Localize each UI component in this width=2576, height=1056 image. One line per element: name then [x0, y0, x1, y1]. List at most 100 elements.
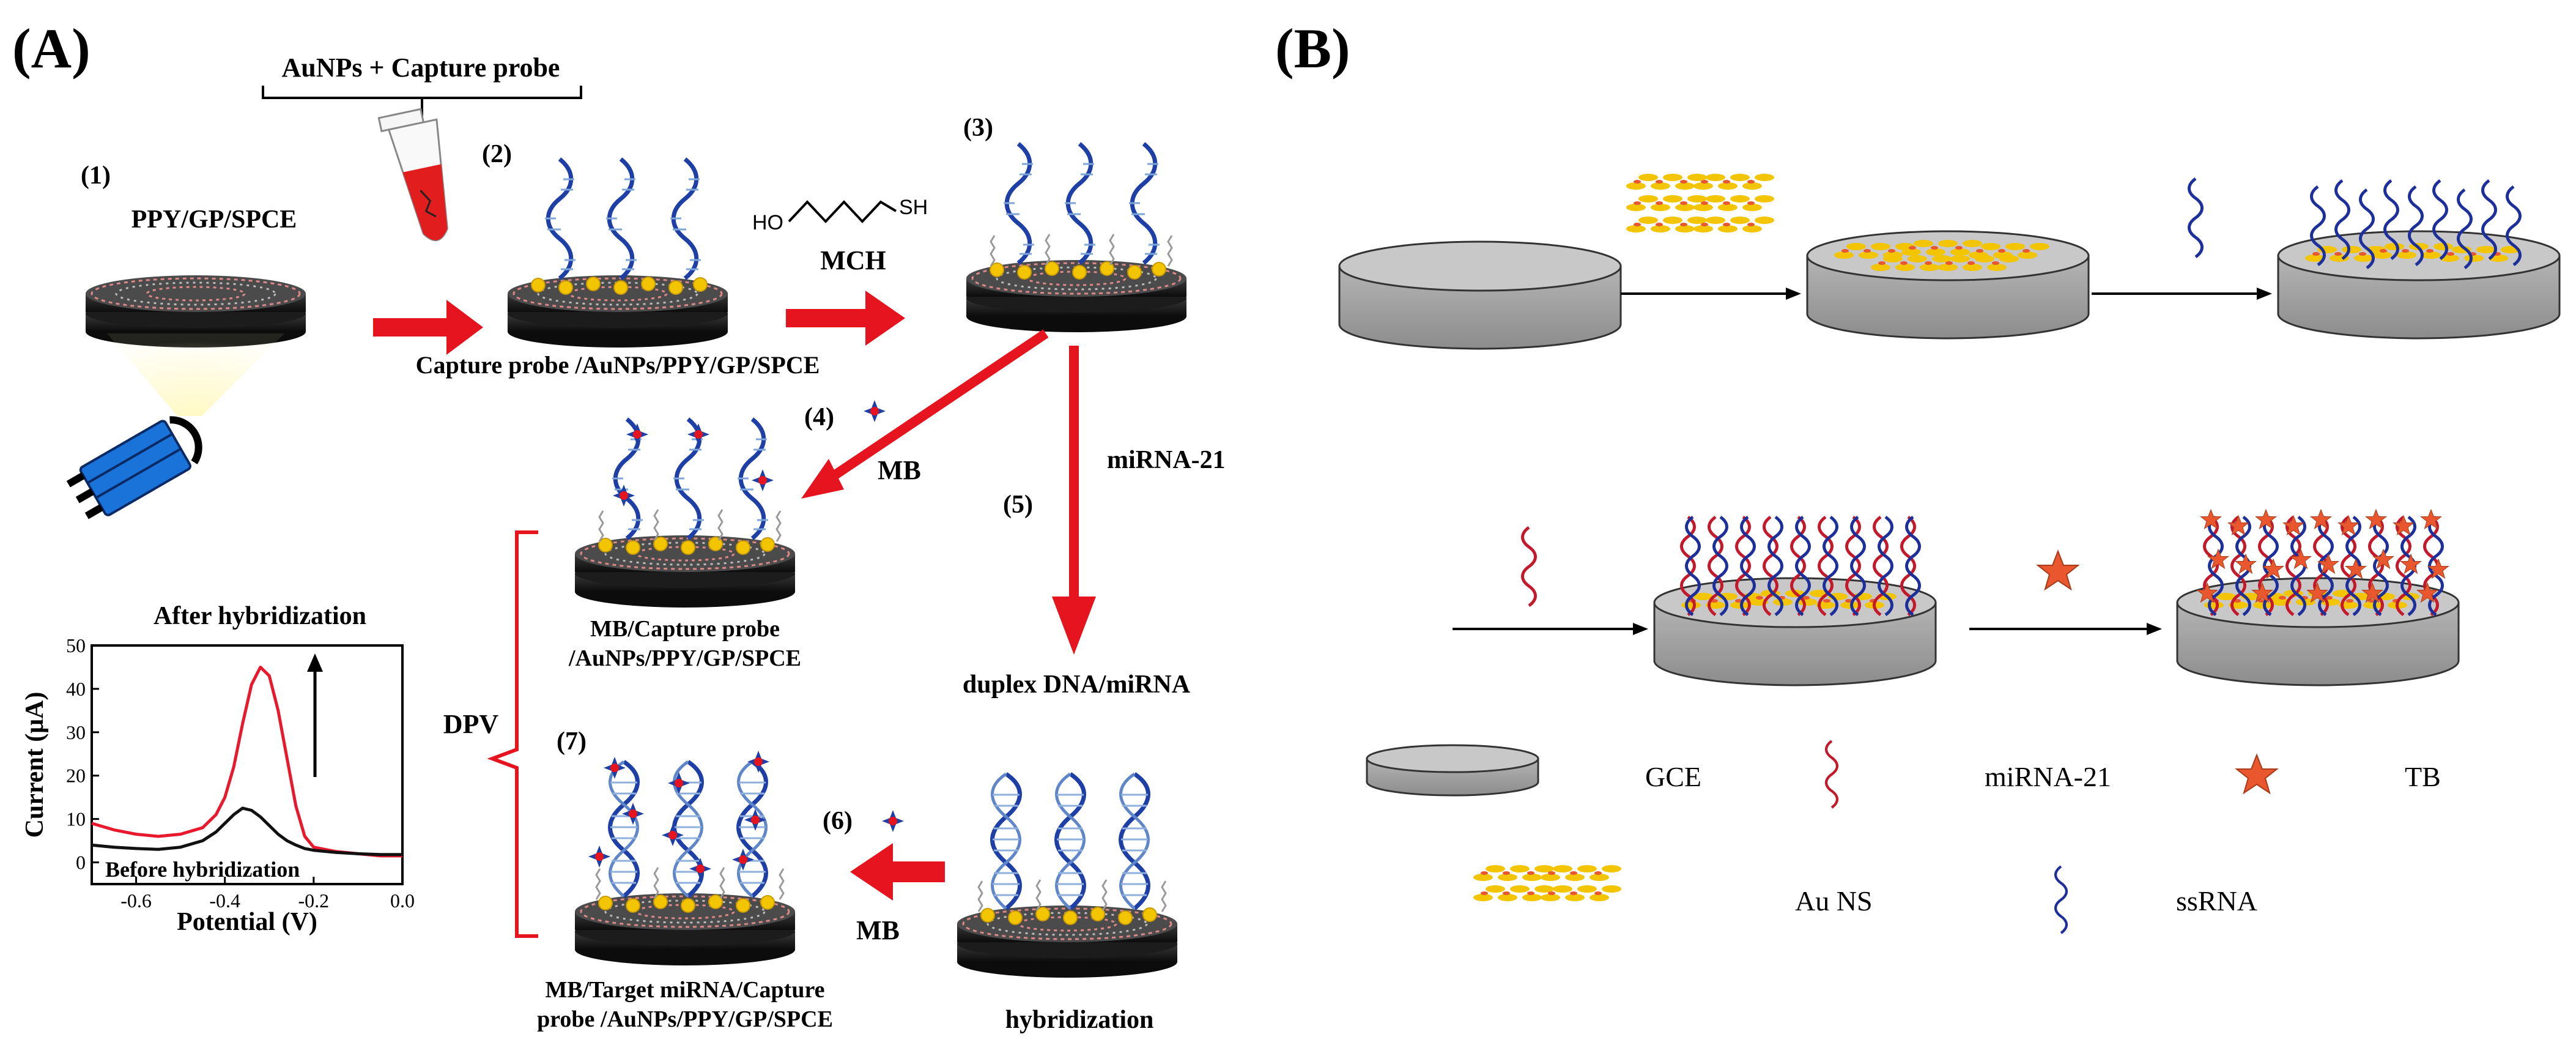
au-ns-cluster-top: [1626, 174, 1774, 232]
tb-star-free: [2037, 551, 2079, 590]
ssrna-strand: [1712, 515, 1728, 617]
ssrna-strand: [1767, 515, 1783, 617]
electrode-7: [574, 751, 796, 967]
legend-tb-label: TB: [2405, 761, 2441, 792]
arrow-step-2-3: [786, 291, 905, 346]
electrode-2-label: Capture probe /AuNPs/PPY/GP/SPCE: [416, 351, 820, 379]
y-tick-label: 40: [66, 678, 86, 700]
mch-ho: HO: [752, 211, 783, 234]
y-tick-label: 0: [76, 852, 86, 874]
chart-up-arrow: [307, 653, 323, 777]
arrow-step-3-4: [801, 329, 1049, 499]
x-tick-label: -0.6: [120, 890, 152, 912]
electrode-4-label-1: MB/Capture probe: [590, 616, 780, 642]
ssrna-strand: [2208, 515, 2224, 617]
step-6-label: (6): [823, 807, 853, 835]
series-before-line: [91, 806, 402, 857]
legend-au-icon: [1473, 865, 1621, 901]
legend-tb-icon: [2236, 754, 2278, 794]
arrow-step-1-2: [373, 300, 483, 355]
ssrna-strand: [1823, 515, 1838, 617]
y-tick-label: 20: [66, 765, 86, 787]
mirna-strand: [2285, 515, 2301, 617]
legend-gce-icon: [1366, 744, 1539, 797]
legend-au-label: Au NS: [1795, 885, 1873, 917]
mirna-strand: [2396, 515, 2411, 617]
chart-frame: [91, 644, 404, 885]
mch-sh: SH: [899, 196, 928, 219]
ssrna-strand: [1685, 515, 1701, 617]
mb-label-1: MB: [878, 455, 921, 485]
ssrna-strand: [1850, 515, 1866, 617]
legend: GCE miRNA-21 TB Au NS ssRNA: [1366, 741, 2441, 933]
tube-icon: [377, 108, 448, 242]
chart-after-label: After hybridization: [154, 602, 366, 630]
chart-before-label: Before hybridization: [105, 857, 300, 882]
step-5-label: (5): [1003, 491, 1033, 519]
panel-b-label: (B): [1275, 17, 1350, 80]
arrow-b-2: [2092, 288, 2272, 300]
mirna-strand: [1873, 515, 1889, 617]
arrow-b-3: [1453, 623, 1648, 635]
step-7-label: (7): [557, 727, 587, 756]
step-2-label: (2): [482, 140, 512, 168]
gce-au: [1806, 230, 2090, 340]
mirna-free: [1523, 527, 1536, 606]
legend-mirna-label: miRNA-21: [1985, 761, 2111, 792]
legend-gce-label: GCE: [1645, 761, 1701, 792]
y-tick-label: 30: [66, 721, 86, 743]
step-3-label: (3): [963, 114, 993, 142]
arrow-step-3-5: [1052, 346, 1096, 655]
y-tick-label: 10: [66, 808, 86, 830]
legend-ssrna-icon: [2056, 866, 2067, 933]
electrode-2: [506, 159, 729, 349]
mirna-strand: [2341, 515, 2356, 617]
gce-duplex-tb: [2176, 509, 2460, 686]
mb-label-2: MB: [856, 915, 900, 945]
arrow-step-5-7: [850, 843, 945, 901]
mirna-strand: [2230, 515, 2246, 617]
chart-series: [91, 666, 402, 858]
mirna-strand: [1763, 515, 1778, 617]
legend-mirna-icon: [1826, 741, 1837, 808]
ssrna-strand: [1905, 515, 1921, 617]
chart-y-label: Current (μA): [21, 692, 49, 838]
panel-b: (B): [1275, 17, 2561, 933]
ssrna-strand: [2373, 515, 2389, 617]
mirna-label: miRNA-21: [1107, 446, 1226, 474]
y-tick-label: 50: [66, 634, 86, 656]
ssrna-free: [2189, 179, 2202, 257]
mb-star-icon-2: [882, 810, 904, 832]
x-tick-label: 0.0: [390, 890, 415, 912]
mch-structure: HO SH: [752, 196, 928, 234]
gce-duplex: [1653, 515, 1937, 686]
dpv-bracket: [487, 530, 538, 938]
arrow-b-4: [1969, 623, 2162, 635]
panel-a: (A) AuNPs + Capture probe (1) (2) (3) (4…: [12, 17, 1226, 1034]
x-tick-label: -0.4: [209, 890, 240, 912]
arrow-b-1: [1621, 288, 1801, 300]
mirna-strand: [1708, 515, 1723, 617]
tube-label: AuNPs + Capture probe: [282, 53, 560, 83]
electrode-5: [956, 774, 1179, 979]
electrode-4: [574, 419, 796, 609]
duplex-label: duplex DNA/miRNA: [963, 671, 1191, 699]
mch-label: MCH: [820, 245, 886, 275]
series-after-line: [91, 666, 402, 858]
ssrna-strand: [2318, 515, 2334, 617]
hybridization-label: hybridization: [1005, 1006, 1154, 1034]
mb-star-icon: [864, 400, 886, 422]
electrode-7-label-2: probe /AuNPs/PPY/GP/SPCE: [537, 1006, 833, 1032]
electrode-3: [965, 144, 1188, 333]
ssrna-strand: [1740, 515, 1756, 617]
panel-a-label: (A): [12, 17, 91, 80]
lamp-icon: [66, 416, 202, 519]
electrode-1-label: PPY/GP/SPCE: [131, 206, 297, 234]
light-cone: [107, 333, 284, 416]
ssrna-strand: [1795, 515, 1811, 617]
step-4-label: (4): [804, 403, 834, 431]
step-1-label: (1): [81, 162, 111, 190]
ssrna-strand: [1878, 515, 1893, 617]
